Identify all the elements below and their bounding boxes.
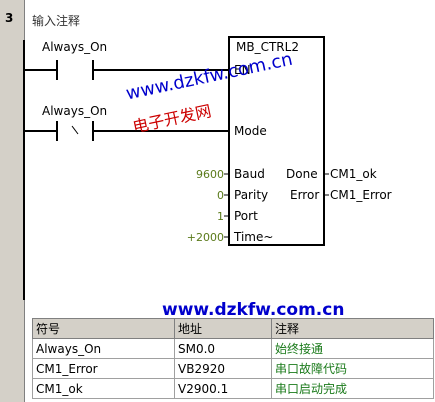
cell-address[interactable]: SM0.0 <box>174 338 272 359</box>
header-symbol[interactable]: 符号 <box>32 318 175 339</box>
pin-parity: Parity <box>234 188 269 202</box>
header-comment[interactable]: 注释 <box>271 318 434 339</box>
block-title: MB_CTRL2 <box>236 40 299 54</box>
cell-symbol[interactable]: Always_On <box>32 338 175 359</box>
symbol-table: 符号 地址 注释 Always_On SM0.0 始终接通 CM1_Error … <box>32 318 434 399</box>
network-comment[interactable]: 输入注释 <box>32 14 81 28</box>
cell-comment[interactable]: 串口启动完成 <box>271 378 434 399</box>
function-block <box>228 36 325 246</box>
baud-value[interactable]: 9600 <box>196 168 224 181</box>
pin-mode: Mode <box>234 124 267 138</box>
cell-comment[interactable]: 串口故障代码 <box>271 358 434 379</box>
cell-symbol[interactable]: CM1_ok <box>32 378 175 399</box>
table-row[interactable]: CM1_Error VB2920 串口故障代码 <box>32 358 434 379</box>
cell-address[interactable]: V2900.1 <box>174 378 272 399</box>
parity-value[interactable]: 0 <box>217 189 224 202</box>
contact1-label[interactable]: Always_On <box>42 40 108 54</box>
cell-comment[interactable]: 始终接通 <box>271 338 434 359</box>
time-value[interactable]: +2000 <box>186 231 224 244</box>
pin-error: Error <box>290 188 320 202</box>
contact2-pulse <box>71 125 79 135</box>
error-output-var[interactable]: CM1_Error <box>330 188 392 202</box>
pin-done: Done <box>286 167 318 181</box>
done-output-var[interactable]: CM1_ok <box>330 167 377 181</box>
network-number: 3 <box>5 11 14 25</box>
pin-en: EN <box>234 63 251 77</box>
pin-port: Port <box>234 209 258 223</box>
cell-symbol[interactable]: CM1_Error <box>32 358 175 379</box>
pin-time: Time~ <box>234 230 274 244</box>
pin-baud: Baud <box>234 167 265 181</box>
header-address[interactable]: 地址 <box>174 318 272 339</box>
port-value[interactable]: 1 <box>217 210 224 223</box>
table-row[interactable]: CM1_ok V2900.1 串口启动完成 <box>32 378 434 399</box>
symbol-table-header: 符号 地址 注释 <box>32 318 434 339</box>
watermark-url-bottom: www.dzkfw.com.cn <box>162 300 345 320</box>
table-row[interactable]: Always_On SM0.0 始终接通 <box>32 338 434 359</box>
cell-address[interactable]: VB2920 <box>174 358 272 379</box>
contact2-label[interactable]: Always_On <box>42 104 108 118</box>
